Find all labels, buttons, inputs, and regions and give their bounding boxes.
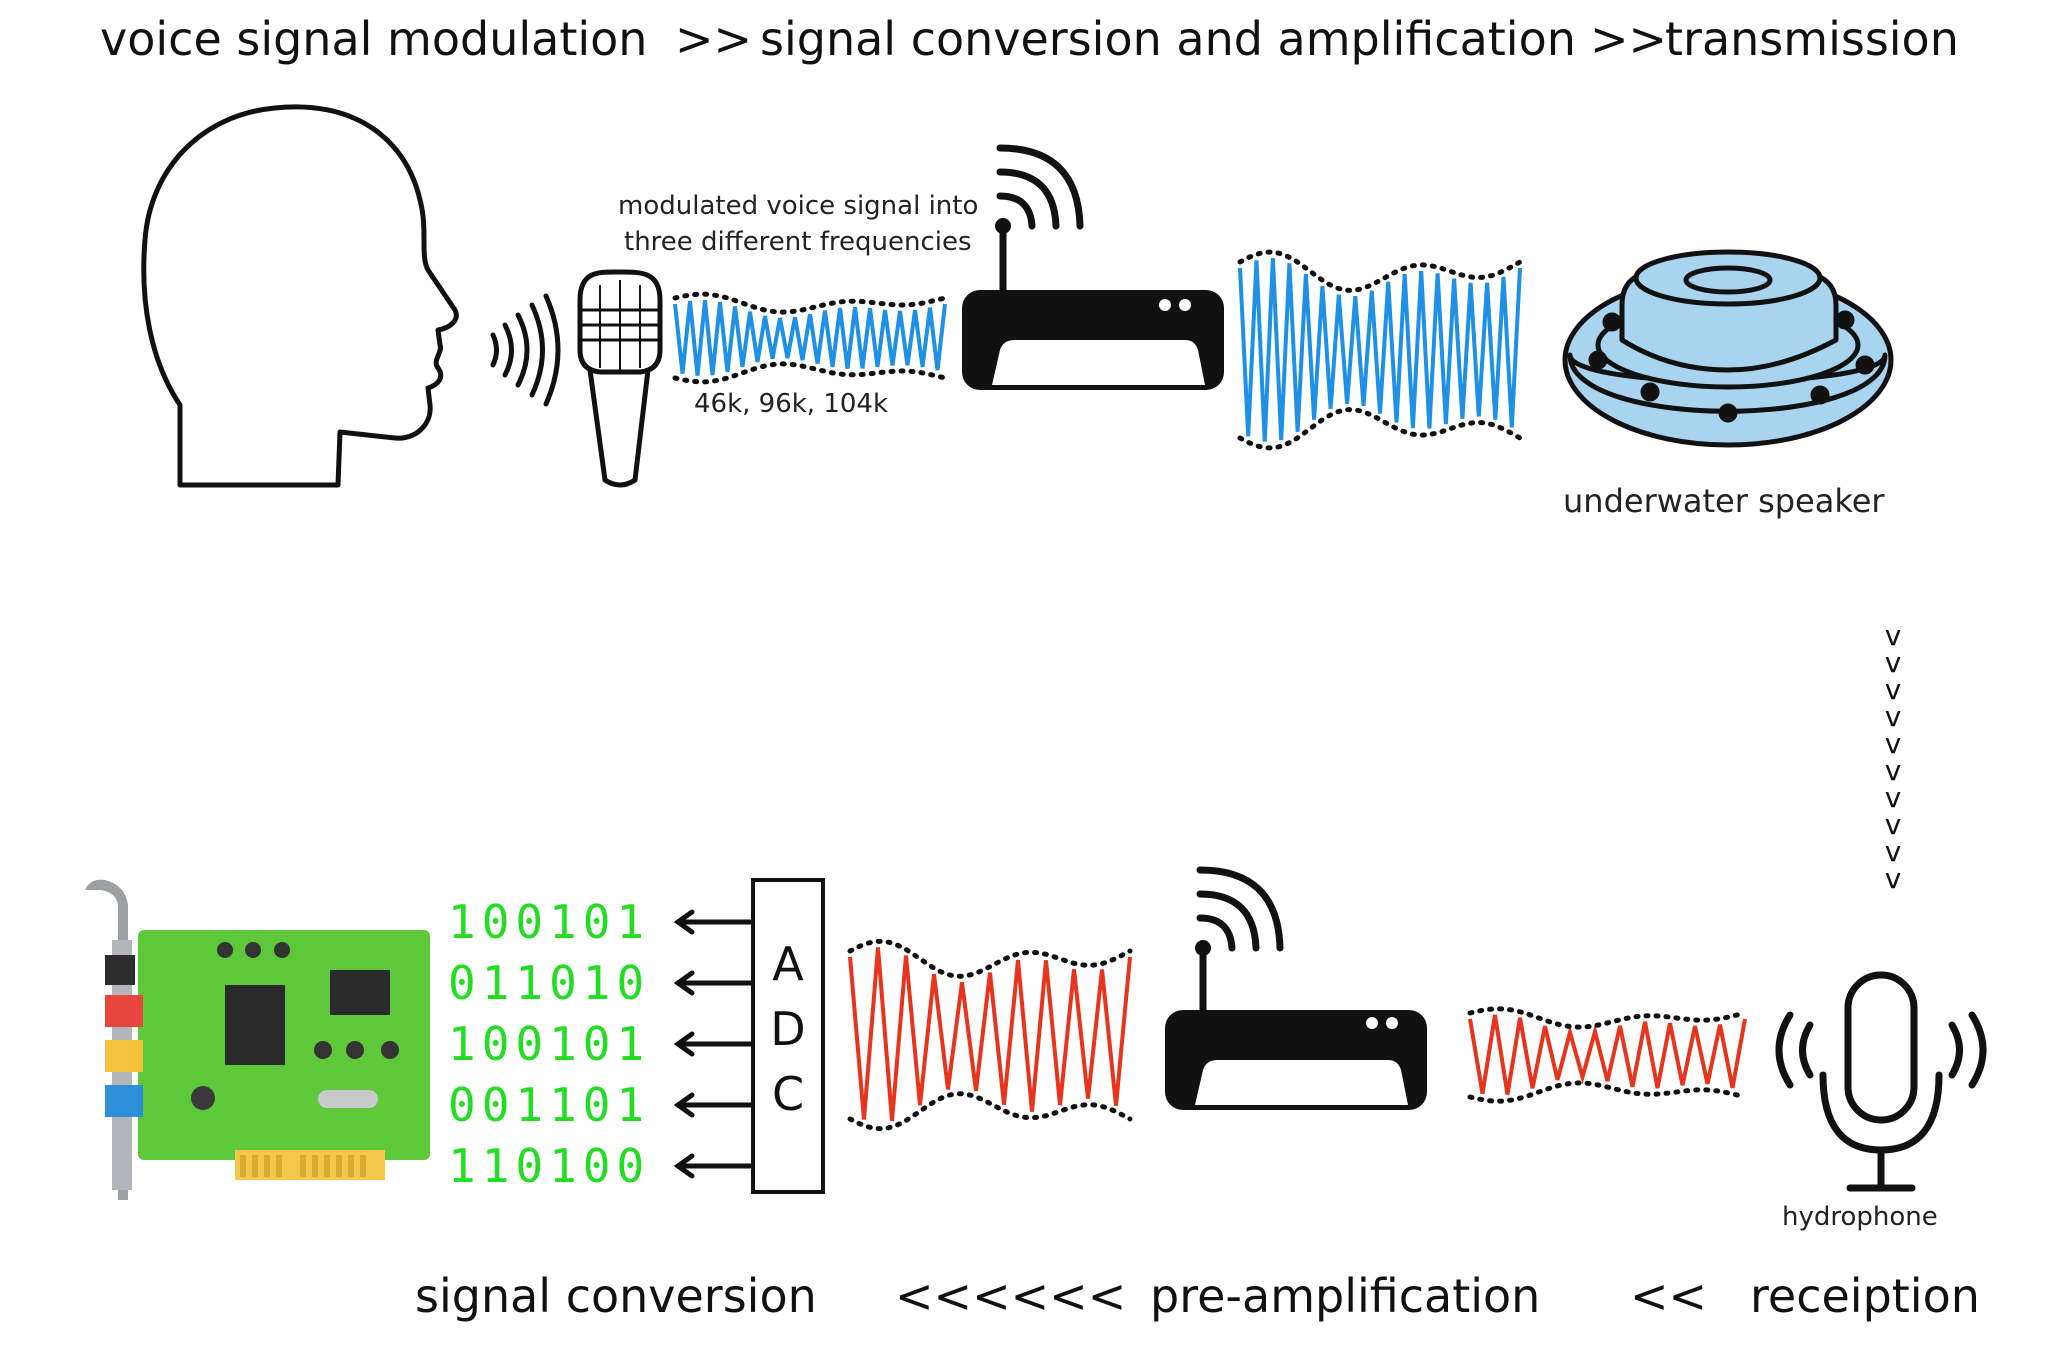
adc-output-arrows (673, 909, 756, 1179)
top-separator-1: >> (675, 12, 752, 66)
bottom-stage-preamplification: pre-amplification (1150, 1269, 1540, 1323)
top-stage-transmission: transmission (1665, 12, 1959, 66)
bottom-separator-2: << (1630, 1269, 1707, 1323)
router-icon (962, 144, 1224, 390)
binary-row: 011010 (448, 956, 650, 1010)
modulated-wave (672, 291, 948, 385)
chevron-down-icon: v (1885, 673, 1902, 706)
hydrophone-icon (1775, 971, 1987, 1192)
adc-letter-c: C (772, 1067, 804, 1121)
sound-waves-icon (490, 293, 561, 407)
adc-block: A D C (751, 878, 825, 1194)
chevron-down-icon: v (1885, 808, 1902, 841)
speaker-icon (1562, 249, 1894, 448)
chevron-down-icon: v (1885, 619, 1902, 652)
binary-output: 100101 011010 100101 001101 110100 (448, 895, 650, 1193)
received-raw-wave (1467, 1006, 1748, 1104)
head-icon (141, 104, 459, 488)
bottom-stage-reception: receiption (1750, 1269, 1980, 1323)
modulation-note-line-2: three different frequencies (624, 227, 972, 257)
arrow-icon (673, 1031, 756, 1057)
top-flow: voice signal modulation >> signal conver… (100, 12, 1959, 66)
bottom-stage-conversion: signal conversion (415, 1269, 817, 1323)
frequency-label: 46k, 96k, 104k (694, 389, 888, 419)
bottom-flow: signal conversion <<<<<< pre-amplificati… (415, 1269, 1980, 1323)
chevron-down-icon: v (1885, 754, 1902, 787)
arrow-icon (673, 1092, 756, 1118)
arrow-icon (673, 1153, 756, 1179)
binary-row: 001101 (448, 1078, 650, 1132)
bottom-separator-1: <<<<<< (895, 1269, 1126, 1323)
adc-letter-a: A (772, 937, 804, 991)
sound-card-icon (85, 879, 430, 1200)
amplified-wave (1237, 249, 1523, 451)
microphone-icon (577, 269, 663, 488)
chevron-down-icon: v (1885, 727, 1902, 760)
binary-row: 100101 (448, 1017, 650, 1071)
received-amplified-wave (847, 938, 1133, 1132)
top-stage-conversion: signal conversion and amplification (760, 12, 1576, 66)
chevron-down-icon: v (1885, 781, 1902, 814)
top-stage-modulation: voice signal modulation (100, 12, 647, 66)
chevron-down-icon: v (1885, 862, 1902, 895)
hydrophone-label: hydrophone (1782, 1202, 1938, 1232)
binary-row: 110100 (448, 1139, 650, 1193)
speaker-label: underwater speaker (1563, 482, 1885, 520)
binary-row: 100101 (448, 895, 650, 949)
chevron-down-icon: v (1885, 646, 1902, 679)
chevron-down-icon: v (1885, 700, 1902, 733)
chevron-down-icon: v (1885, 835, 1902, 868)
top-separator-2: >> (1590, 12, 1667, 66)
arrow-icon (673, 909, 756, 935)
preamp-router-icon (1165, 866, 1427, 1110)
modulation-note-line-1: modulated voice signal into (618, 191, 978, 221)
adc-letter-d: D (770, 1002, 805, 1056)
arrow-icon (673, 970, 756, 996)
